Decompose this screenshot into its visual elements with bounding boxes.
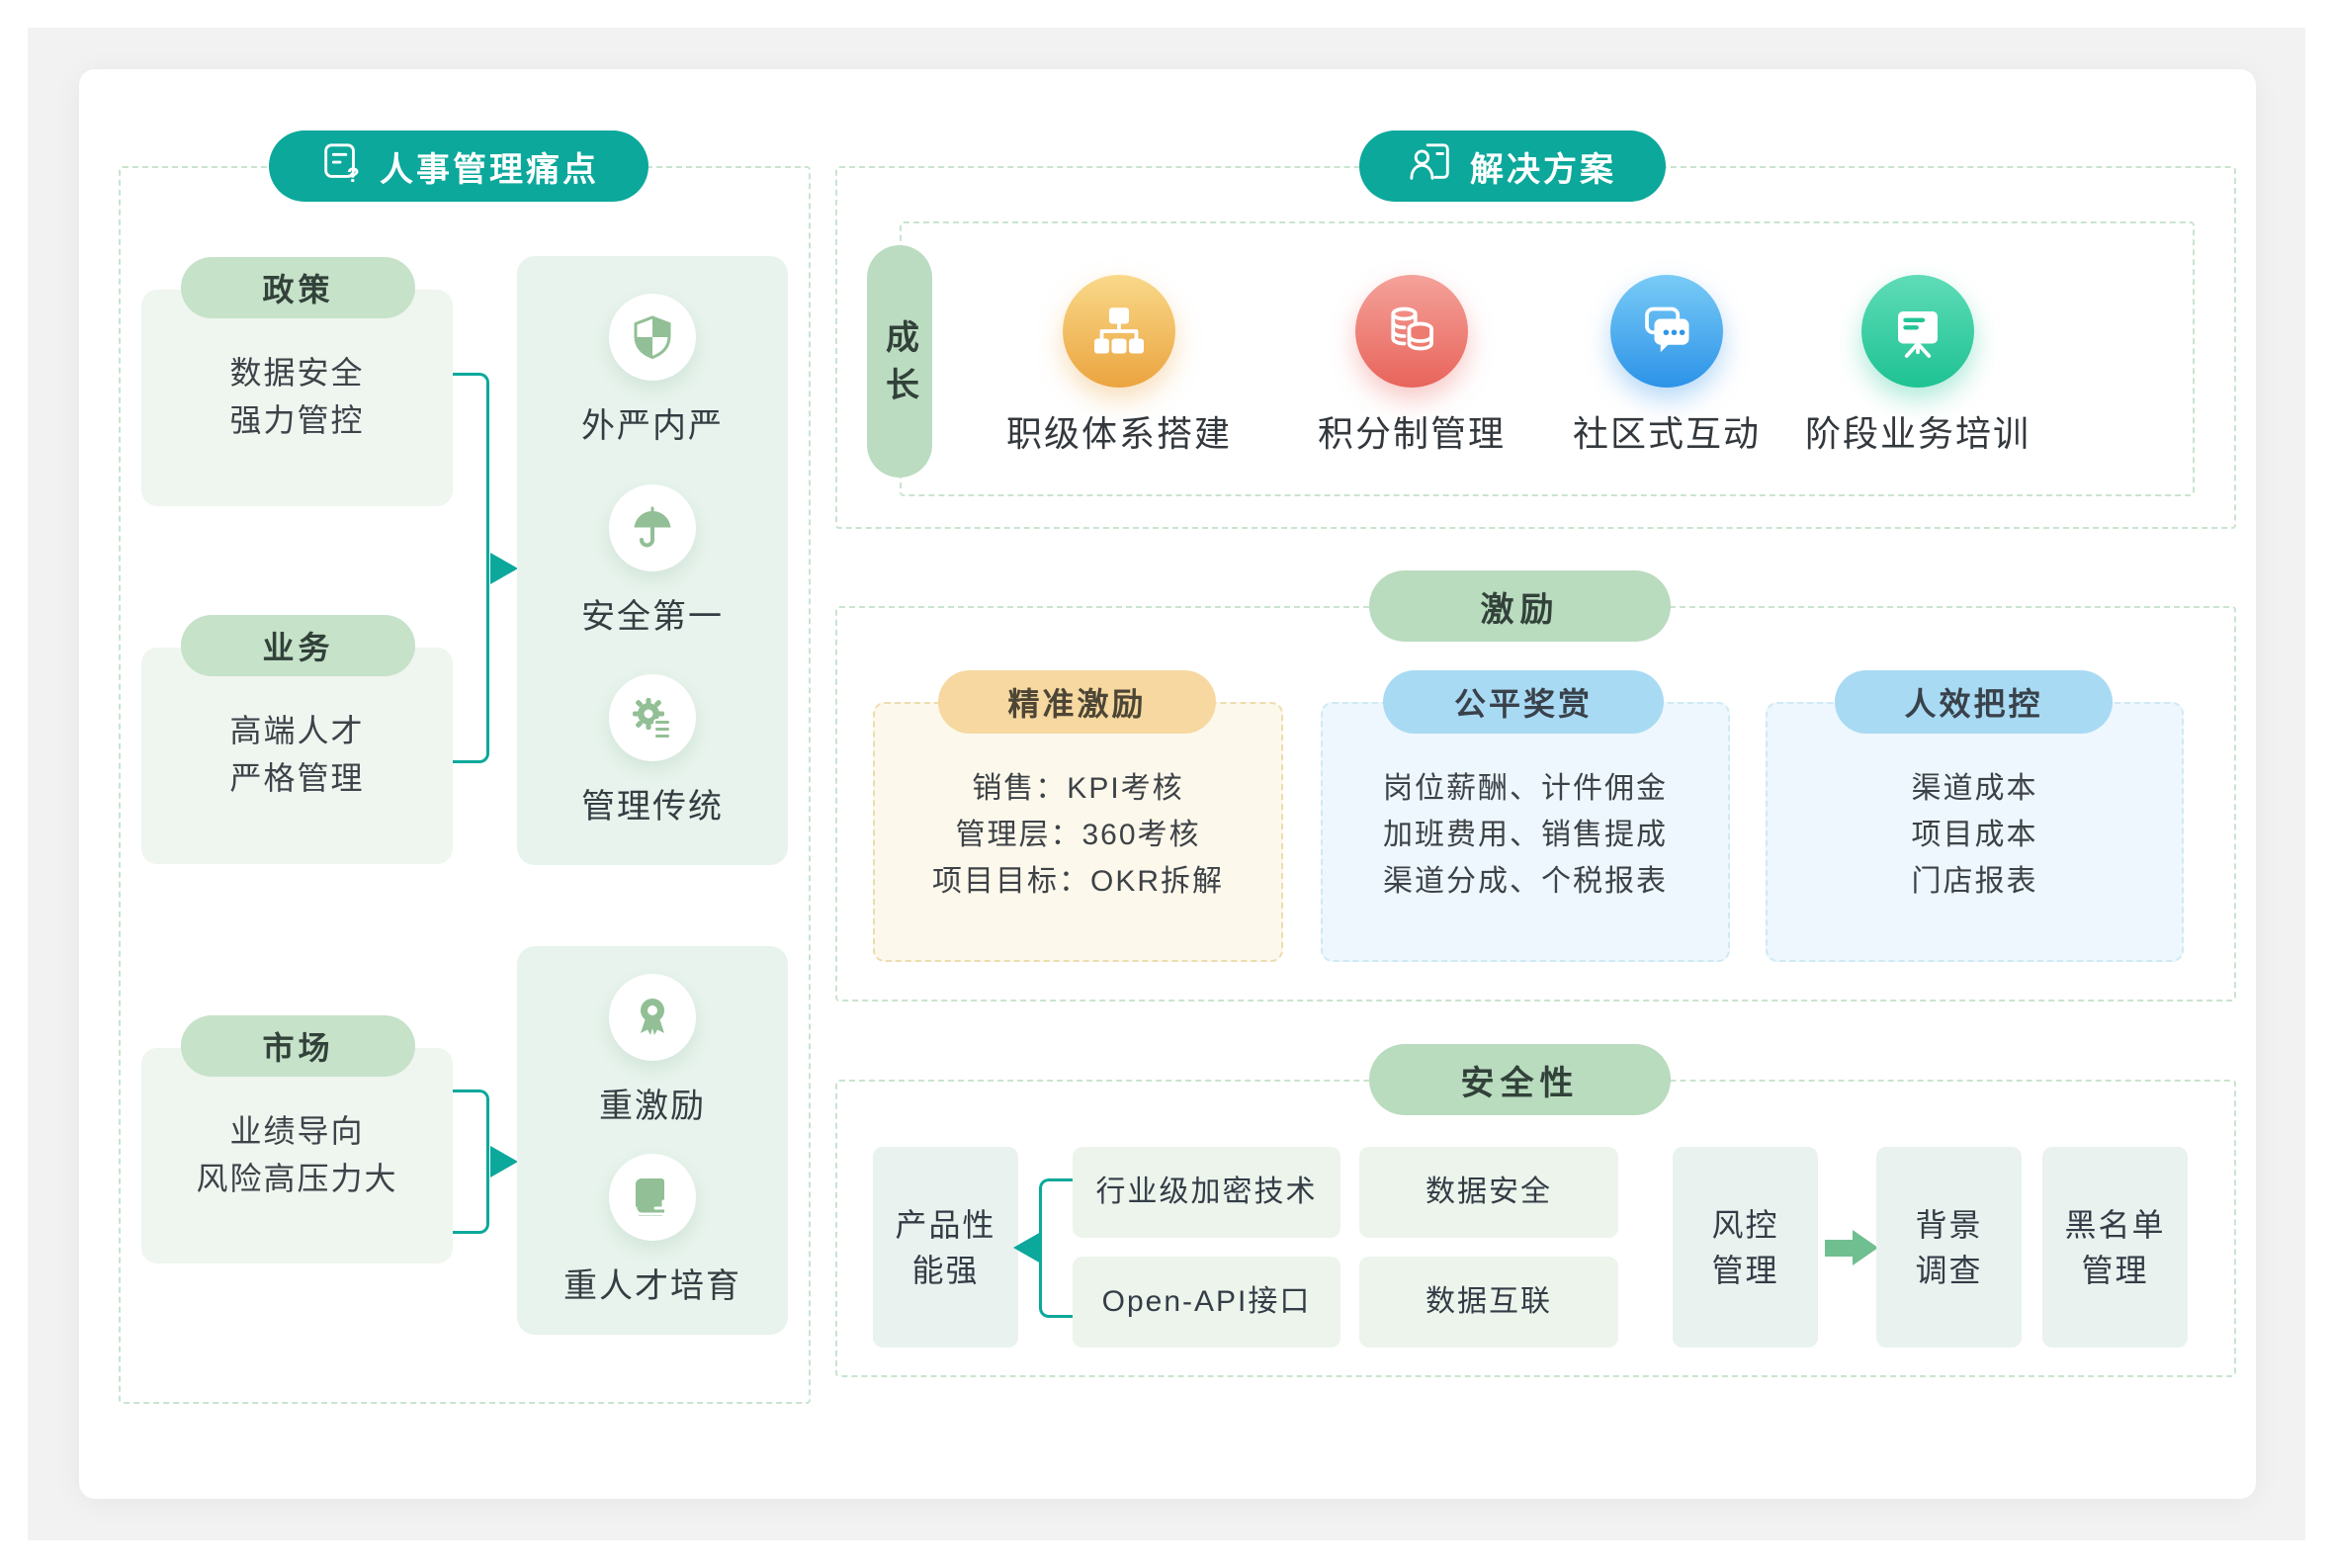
fair-reward-card: 岗位薪酬、计件佣金 加班费用、销售提成 渠道分成、个税报表 [1321,702,1730,962]
risk-control-box: 风控 管理 [1673,1147,1818,1348]
card-line: 项目成本 [1911,819,2038,851]
trait-item: 管理传统 [581,674,724,828]
market-card: 业绩导向 风险高压力大 [141,1048,453,1263]
fair-reward-pill: 公平奖赏 [1383,670,1664,734]
precise-incentive-pill: 精准激励 [938,670,1216,734]
business-card: 高端人才 严格管理 [141,648,453,864]
business-line-2: 严格管理 [229,760,365,796]
card-line: 渠道分成、个税报表 [1383,865,1668,898]
trait-label: 管理传统 [581,788,724,827]
product-performance-box: 产品性 能强 [873,1147,1018,1348]
card-line: 项目目标：OKR拆解 [931,865,1224,898]
precise-incentive-card: 销售：KPI考核 管理层：360考核 项目目标：OKR拆解 [873,702,1283,962]
org-chart-icon [1063,275,1175,388]
pain-arrow-top-icon [490,553,518,584]
green-arrow-head-icon [1853,1230,1878,1265]
security-bracket [1039,1178,1077,1318]
presentation-icon [1861,275,1974,388]
trait-item: 安全第一 [581,483,724,638]
blacklist-box: 黑名单 管理 [2042,1147,2188,1348]
growth-label: 社区式互动 [1572,413,1761,454]
medal-icon [609,973,696,1061]
open-api-box: Open-API接口 [1073,1257,1340,1348]
shield-icon [609,293,696,381]
person-doc-icon [1409,139,1454,194]
security-pill: 安全性 [1369,1044,1671,1115]
growth-item: 积分制管理 [1263,275,1560,457]
market-line-2: 风险高压力大 [196,1161,398,1196]
card-line: 渠道成本 [1911,772,2038,805]
svg-text:?: ? [347,164,363,185]
efficiency-card: 渠道成本 项目成本 门店报表 [1766,702,2184,962]
green-arrow-icon [1825,1240,1855,1257]
pain-bracket-bottom [453,1089,489,1234]
growth-item: 职级体系搭建 [971,275,1267,457]
policy-pill: 政策 [181,257,415,318]
pain-arrow-bottom-icon [490,1146,518,1177]
pain-badge-label: 人事管理痛点 [380,150,599,189]
market-line-1: 业绩导向 [229,1113,365,1149]
chat-icon [1610,275,1723,388]
trait-column-bottom: 重激励 重人才培育 [517,946,788,1335]
trait-column-top: 外严内严 安全第一 [517,256,788,865]
card-line: 门店报表 [1911,865,2038,898]
growth-item: 社区式互动 [1518,275,1815,457]
business-pill: 业务 [181,615,415,676]
policy-line-1: 数据安全 [229,355,365,391]
policy-card: 数据安全 强力管控 [141,290,453,506]
card-line: 岗位薪酬、计件佣金 [1383,772,1668,805]
growth-item: 阶段业务培训 [1770,275,2066,457]
umbrella-icon [609,483,696,571]
card-line: 销售：KPI考核 [972,772,1184,805]
coins-icon [1355,275,1468,388]
pain-badge: ? 人事管理痛点 [269,131,648,202]
trait-item: 重激励 [599,973,706,1127]
book-icon [609,1154,696,1242]
policy-line-2: 强力管控 [229,402,365,438]
growth-label: 阶段业务培训 [1804,413,2031,454]
data-security-box: 数据安全 [1359,1147,1618,1238]
solution-badge-label: 解决方案 [1470,150,1616,189]
security-arrow-left-icon [1013,1232,1041,1263]
business-line-1: 高端人才 [229,713,365,748]
card-line: 加班费用、销售提成 [1383,819,1668,851]
trait-item: 重人才培育 [563,1154,741,1307]
doc-question-icon: ? [318,139,364,194]
trait-label: 安全第一 [581,597,724,636]
efficiency-pill: 人效把控 [1835,670,2113,734]
growth-label: 职级体系搭建 [1005,413,1232,454]
encryption-box: 行业级加密技术 [1073,1147,1340,1238]
trait-item: 外严内严 [581,293,724,447]
solution-badge: 解决方案 [1359,131,1666,202]
card-line: 管理层：360考核 [955,819,1201,851]
trait-label: 外严内严 [581,406,724,445]
trait-label: 重激励 [599,1087,706,1125]
growth-label: 积分制管理 [1317,413,1506,454]
gear-icon [609,674,696,762]
market-pill: 市场 [181,1015,415,1077]
trait-label: 重人才培育 [563,1267,741,1306]
background-check-box: 背景 调查 [1876,1147,2022,1348]
data-interconnect-box: 数据互联 [1359,1257,1618,1348]
pain-bracket-top [453,373,489,763]
incentive-pill: 激励 [1369,570,1671,642]
growth-pill: 成长 [867,245,932,478]
